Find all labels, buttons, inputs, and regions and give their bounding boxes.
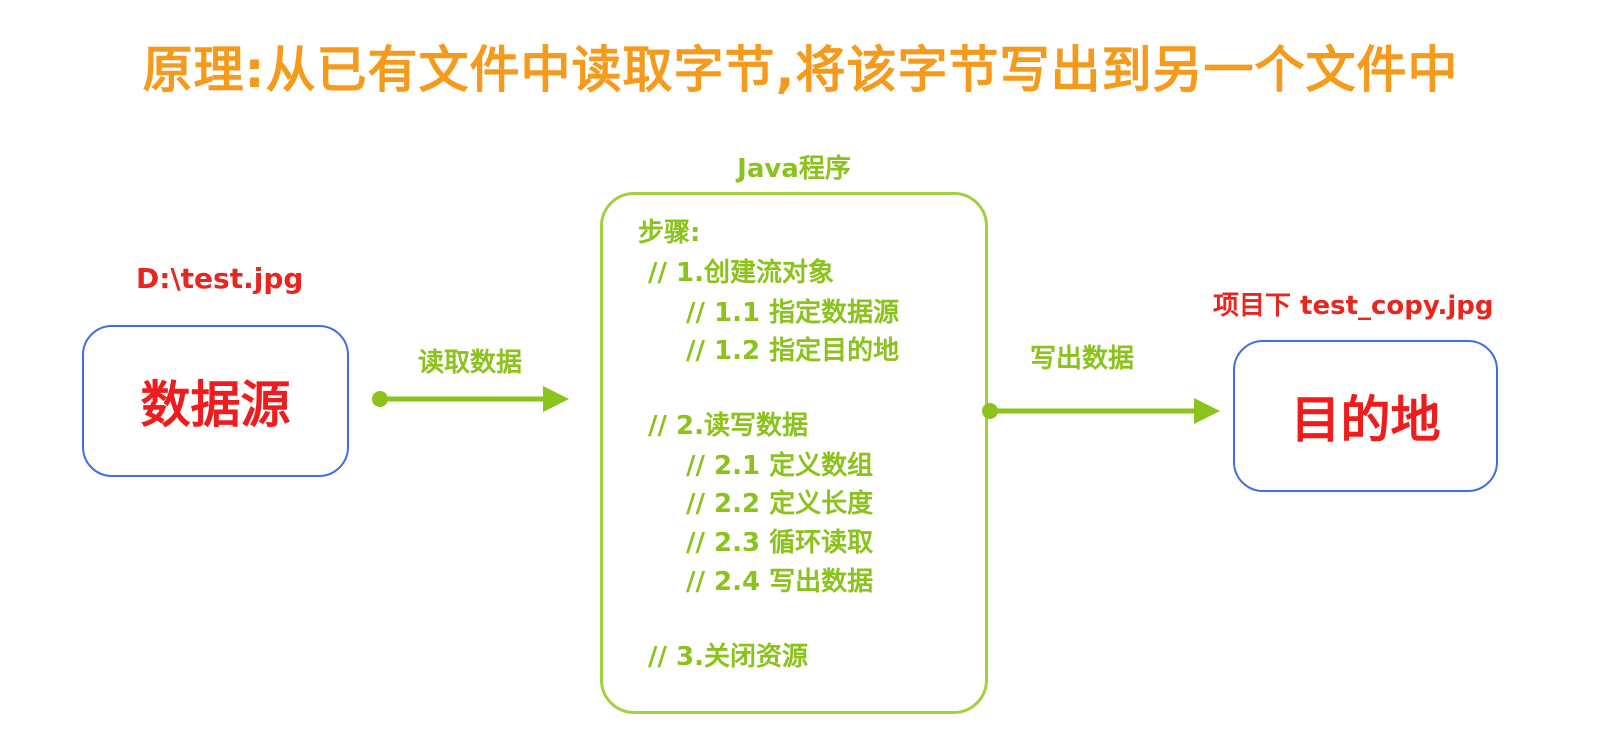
diagram-title: 原理:从已有文件中读取字节,将该字节写出到另一个文件中 (142, 41, 1459, 99)
read-arrow (372, 386, 569, 412)
source-node: 数据源 (82, 325, 349, 477)
step-line: // 3.关闭资源 (648, 642, 809, 672)
step-line: // 2.3 循环读取 (686, 528, 874, 558)
destination-path-label: 项目下 test_copy.jpg (1213, 291, 1494, 321)
write-arrow-head (1194, 398, 1220, 424)
destination-node: 目的地 (1233, 340, 1498, 492)
program-title: Java程序 (737, 154, 851, 184)
step-line: // 2.2 定义长度 (686, 489, 874, 519)
step-line: // 1.1 指定数据源 (686, 298, 900, 328)
step-line: // 2.读写数据 (648, 411, 809, 441)
steps-heading: 步骤: (638, 218, 701, 248)
step-line: // 1.2 指定目的地 (686, 336, 900, 366)
step-line: // 1.创建流对象 (648, 258, 835, 288)
source-path-label: D:\test.jpg (136, 262, 304, 295)
read-arrow-label: 读取数据 (418, 348, 523, 378)
write-arrow (982, 398, 1220, 424)
read-arrow-head (543, 386, 569, 412)
source-node-label: 数据源 (140, 376, 291, 434)
program-box (600, 192, 988, 714)
step-line: // 2.4 写出数据 (686, 567, 874, 597)
write-arrow-label: 写出数据 (1030, 344, 1135, 374)
destination-node-label: 目的地 (1290, 391, 1441, 449)
step-line: // 2.1 定义数组 (686, 451, 874, 481)
